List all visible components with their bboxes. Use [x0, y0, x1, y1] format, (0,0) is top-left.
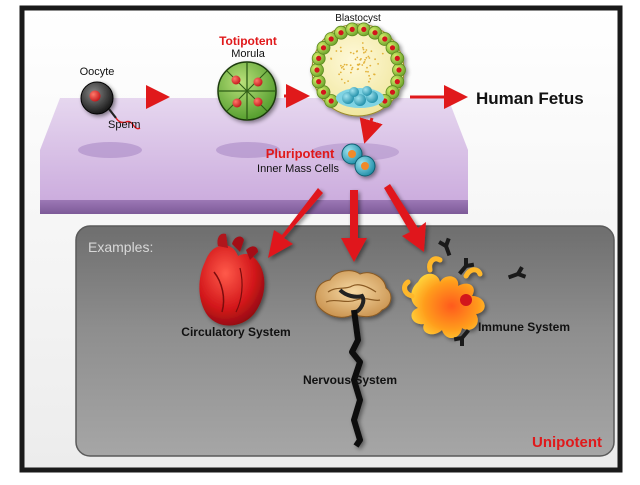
blastocoel-dot	[363, 62, 365, 64]
blastocoel-dot	[371, 50, 373, 52]
trophoblast-nucleus	[396, 67, 401, 72]
blastocoel-dot	[366, 67, 368, 69]
blastocoel-dot	[347, 80, 349, 82]
blastocoel-dot	[357, 64, 359, 66]
trophoblast-nucleus	[338, 30, 343, 35]
trophoblast-nucleus	[390, 90, 395, 95]
blastocoel-dot	[365, 51, 367, 53]
trophoblast-nucleus	[395, 79, 400, 84]
nervous-system-label: Nervous System	[303, 373, 397, 387]
trophoblast-nucleus	[314, 67, 319, 72]
blastocoel-dot	[368, 81, 370, 83]
examples-label: Examples:	[88, 239, 153, 255]
blastocoel-dot	[343, 68, 345, 70]
blastocoel-dot	[351, 69, 353, 71]
trophoblast-nucleus	[316, 79, 321, 84]
blastocoel-dot	[338, 73, 340, 75]
blastocoel-dot	[330, 58, 332, 60]
blastocoel-dot	[342, 66, 344, 68]
blastocoel-dot	[366, 49, 368, 51]
blastocoel-dot	[340, 47, 342, 49]
blastocoel-dot	[344, 64, 346, 66]
blastocoel-dot	[356, 50, 358, 52]
trophoblast-nucleus	[395, 56, 400, 61]
blastocoel-dot	[356, 57, 358, 59]
totipotent-label: Totipotent	[219, 34, 277, 48]
blastocoel-dot	[363, 49, 365, 51]
blastocoel-dot	[369, 78, 371, 80]
blastocoel-dot	[369, 57, 371, 59]
trophoblast-nucleus	[329, 98, 334, 103]
blastocoel-dot	[369, 65, 371, 67]
blastocoel-dot	[368, 56, 370, 58]
blastocoel-dot	[340, 72, 342, 74]
human-fetus-label: Human Fetus	[476, 89, 584, 108]
oocyte-icon	[81, 82, 113, 114]
morula-label: Morula	[231, 48, 266, 60]
trophoblast-nucleus	[316, 56, 321, 61]
oocyte-label: Oocyte	[80, 66, 115, 78]
blastocyst-icon	[311, 23, 406, 116]
blastocoel-dot	[336, 50, 338, 52]
blastocoel-dot	[352, 67, 354, 69]
sperm-label: Sperm	[108, 119, 140, 131]
trophoblast-nucleus	[350, 27, 355, 32]
trophoblast-nucleus	[329, 36, 334, 41]
examples-panel	[76, 226, 614, 456]
unipotent-label: Unipotent	[532, 434, 602, 451]
blastocoel-dot	[341, 79, 343, 81]
blastocoel-dot	[360, 58, 362, 60]
blastocoel-dot	[363, 52, 365, 54]
trophoblast-nucleus	[361, 27, 366, 32]
morula-icon	[218, 62, 276, 120]
blastocoel-dot	[350, 72, 352, 74]
blastocoel-dot	[368, 75, 370, 77]
immune-system-label: Immune System	[478, 320, 570, 334]
blastocoel-dot	[377, 63, 379, 65]
pluripotent-label: Pluripotent	[266, 146, 335, 161]
trophoblast-nucleus	[372, 30, 377, 35]
circulatory-system-label: Circulatory System	[181, 325, 290, 339]
blastocoel-dot	[365, 71, 367, 73]
blastocoel-dot	[362, 42, 364, 44]
blastocoel-dot	[382, 53, 384, 55]
blastocoel-dot	[340, 50, 342, 52]
blastocoel-dot	[353, 53, 355, 55]
blastocoel-dot	[341, 67, 343, 69]
blastocoel-dot	[373, 73, 375, 75]
blastocoel-dot	[357, 68, 359, 70]
blastocoel-dot	[350, 64, 352, 66]
blastocoel-dot	[366, 57, 368, 59]
blastocoel-dot	[362, 47, 364, 49]
trophoblast-nucleus	[390, 45, 395, 50]
blastocoel-dot	[374, 58, 376, 60]
blastocyst-label: Blastocyst	[335, 13, 381, 24]
blastocoel-dot	[344, 82, 346, 84]
trophoblast-nucleus	[321, 90, 326, 95]
blastocoel-dot	[355, 58, 357, 60]
blastocoel-dot	[364, 59, 366, 61]
trophoblast-nucleus	[321, 45, 326, 50]
blastocoel-dot	[346, 64, 348, 66]
blastocoel-dot	[367, 71, 369, 73]
blastocoel-dot	[340, 65, 342, 67]
trophoblast-nucleus	[382, 36, 387, 41]
blastocoel-dot	[350, 52, 352, 54]
blastocoel-dot	[361, 64, 363, 66]
inner-mass-cells-label: Inner Mass Cells	[257, 163, 339, 175]
